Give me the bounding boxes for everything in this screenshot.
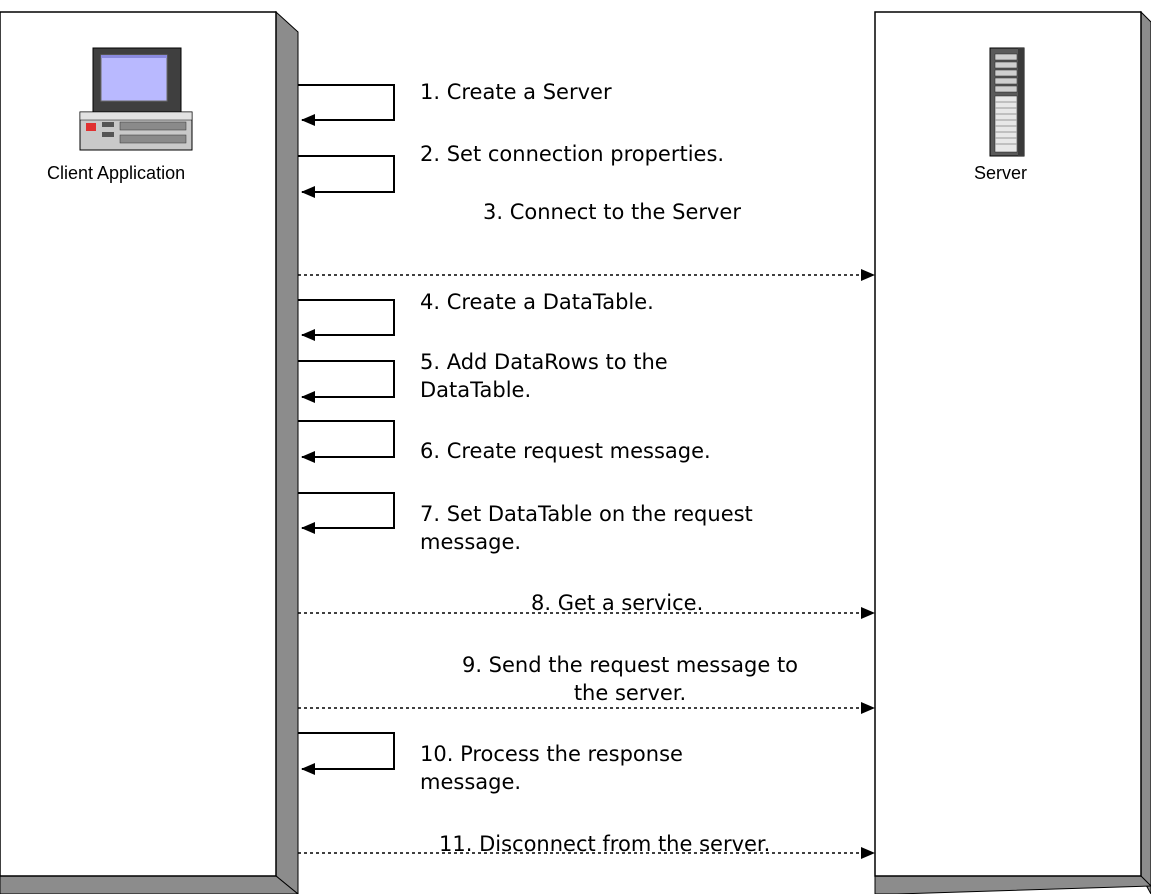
step-1-line-1: 1. Create a Server bbox=[420, 80, 612, 104]
step-10-text: 10. Process the response message. bbox=[420, 740, 683, 796]
step-9-line-1: 9. Send the request message to bbox=[461, 653, 799, 677]
step-6-text: 6. Create request message. bbox=[420, 437, 711, 465]
server-lifeline bbox=[874, 10, 1151, 894]
step-9-line-2: the server. bbox=[573, 681, 687, 705]
self-call-arrow-4 bbox=[298, 299, 395, 341]
server-label: Server bbox=[974, 163, 1028, 183]
computer-icon bbox=[79, 47, 193, 151]
step-8-line-1: 8. Get a service. bbox=[531, 591, 704, 615]
step-11-line-1: 11. Disconnect from the server. bbox=[439, 832, 771, 856]
step-3-line-1: 3. Connect to the Server bbox=[483, 200, 741, 224]
self-call-arrow-6 bbox=[298, 420, 395, 463]
step-10-line-1: 10. Process the response bbox=[420, 742, 683, 766]
self-call-arrow-2 bbox=[298, 155, 395, 198]
step-5-line-1: 5. Add DataRows to the bbox=[420, 350, 668, 374]
step-4-line-1: 4. Create a DataTable. bbox=[420, 290, 654, 314]
server-tower-icon bbox=[989, 47, 1025, 157]
step-5-text: 5. Add DataRows to the DataTable. bbox=[420, 348, 668, 404]
step-10-line-2: message. bbox=[420, 770, 522, 794]
step-8-text: 8. Get a service. bbox=[531, 589, 703, 617]
self-call-arrow-1 bbox=[298, 84, 395, 126]
step-5-line-2: DataTable. bbox=[420, 378, 532, 402]
step-1-text: 1. Create a Server bbox=[420, 78, 612, 106]
step-7-text: 7. Set DataTable on the request message. bbox=[420, 500, 753, 556]
step-7-line-1: 7. Set DataTable on the request bbox=[420, 502, 753, 526]
step-2-text: 2. Set connection properties. bbox=[420, 140, 724, 168]
self-call-arrow-10 bbox=[298, 732, 395, 775]
step-9-text: 9. Send the request message to the serve… bbox=[430, 651, 830, 707]
step-3-text: 3. Connect to the Server bbox=[483, 198, 741, 226]
step-11-text: 11. Disconnect from the server. bbox=[439, 830, 770, 858]
step-6-line-1: 6. Create request message. bbox=[420, 439, 711, 463]
client-label: Client Application bbox=[47, 163, 186, 183]
self-call-arrow-5 bbox=[298, 360, 395, 403]
step-2-line-1: 2. Set connection properties. bbox=[420, 142, 725, 166]
step-4-text: 4. Create a DataTable. bbox=[420, 288, 654, 316]
self-call-arrow-7 bbox=[298, 492, 395, 534]
client-lifeline bbox=[0, 10, 299, 894]
step-7-line-2: message. bbox=[420, 530, 522, 554]
